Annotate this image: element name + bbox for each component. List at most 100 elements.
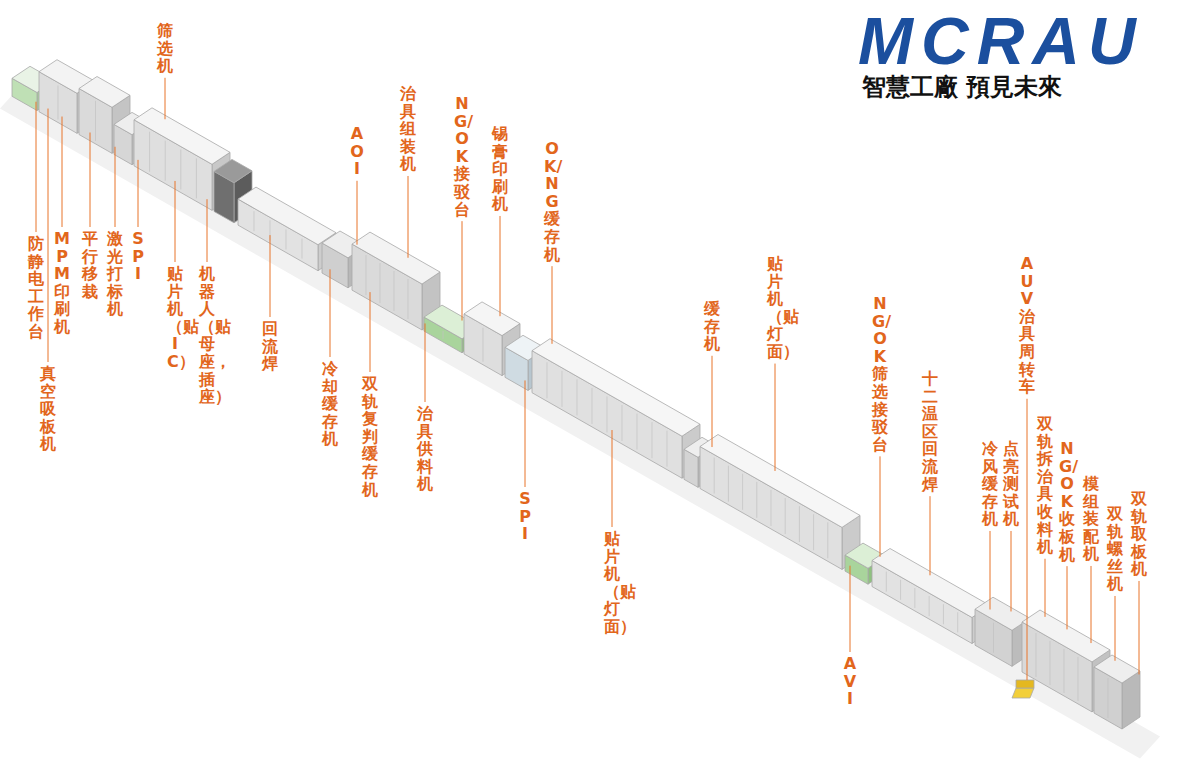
machine-label: 模组装配机 — [1083, 475, 1099, 563]
machine-label: 冷却缓存机 — [322, 360, 338, 448]
panel-line — [929, 596, 930, 616]
panel-line — [366, 255, 367, 295]
panel-line — [993, 623, 994, 653]
leader-line — [990, 531, 991, 610]
panel-line — [547, 362, 548, 398]
panel-line — [637, 414, 638, 450]
panel-line — [58, 86, 59, 120]
machine-label: 冷风缓存机 — [982, 440, 998, 528]
panel-line — [667, 431, 668, 467]
machine-label: OK/NG缓存机 — [544, 140, 560, 263]
machine-face — [238, 187, 336, 245]
machine-face — [1094, 655, 1140, 683]
panel-line — [799, 506, 800, 542]
leader-line — [175, 181, 176, 262]
panel-line — [607, 396, 608, 432]
machine-label: 贴片机（贴灯面） — [767, 255, 783, 361]
machine-face — [214, 159, 252, 182]
machine-label: 机器人（贴母座，插座） — [199, 265, 215, 406]
leader-line — [500, 216, 501, 316]
leader-line — [850, 566, 851, 652]
panel-line — [742, 474, 743, 510]
machine-face — [352, 232, 440, 284]
machine-label: 回流焊 — [262, 320, 278, 373]
leader-line — [1067, 566, 1068, 629]
panel-line — [900, 580, 901, 600]
company-slogan: 智慧工廠 預見未來 — [862, 74, 1062, 100]
leader-line — [462, 221, 463, 320]
panel-line — [771, 490, 772, 526]
machine-label: 真空吸板机 — [40, 365, 56, 453]
machine-label: 平行移栽 — [82, 230, 98, 300]
leader-line — [1139, 581, 1140, 674]
panel-line — [196, 158, 197, 198]
panel-line — [254, 211, 255, 231]
machine-face — [532, 339, 700, 437]
leader-line — [90, 133, 91, 228]
leader-line — [612, 430, 613, 527]
panel-line — [577, 379, 578, 415]
leader-line — [138, 160, 139, 227]
machine-label: AOI — [349, 125, 365, 178]
leader-line — [1011, 531, 1012, 612]
machine-face — [464, 302, 520, 336]
machine-face — [1022, 610, 1110, 662]
panel-line — [443, 331, 444, 339]
leader-line — [408, 176, 409, 258]
machine-label: 十二温区回流焊 — [922, 370, 938, 493]
machine-label: 治具组装机 — [400, 85, 416, 173]
leader-line — [525, 380, 526, 487]
leader-line — [880, 456, 881, 556]
machine-label: AVI — [842, 655, 858, 708]
leader-line — [1045, 559, 1046, 617]
panel-line — [483, 328, 484, 362]
leader-line — [552, 266, 553, 344]
panel-line — [714, 458, 715, 494]
machine-label: 贴片机（贴灯面） — [604, 530, 620, 636]
panel-line — [1078, 657, 1079, 701]
company-logo: MCRAU — [858, 8, 1144, 74]
machine-label: AUV治具周转车 — [1019, 255, 1035, 396]
leader-line — [425, 323, 426, 402]
panel-line — [813, 514, 814, 550]
machine-label: SPI — [517, 490, 533, 543]
leader-line — [930, 496, 931, 575]
machine-label: SPI — [130, 230, 146, 283]
machine-label: 双轨拆治具收料机 — [1037, 415, 1053, 556]
panel-line — [302, 239, 303, 259]
machine-label: 防静电工作台 — [28, 235, 44, 341]
panel-line — [1036, 633, 1037, 677]
panel-line — [728, 466, 729, 502]
machine-face — [1012, 688, 1034, 698]
panel-line — [756, 482, 757, 518]
panel-line — [149, 132, 150, 172]
machine-label: 双轨复判缓存机 — [362, 375, 378, 498]
leader-line — [48, 109, 49, 362]
panel-line — [380, 263, 381, 303]
panel-line — [957, 612, 958, 632]
leader-line — [1027, 399, 1028, 680]
machine-face — [79, 77, 130, 108]
leader-line — [1091, 566, 1092, 643]
panel-line — [95, 101, 96, 141]
machine-label: 锡膏印刷机 — [492, 125, 508, 213]
leader-line — [712, 356, 713, 447]
machine-label: 双轨螺丝机 — [1107, 505, 1123, 593]
panel-line — [943, 604, 944, 624]
panel-line — [827, 522, 828, 558]
leader-line — [62, 117, 63, 227]
leader-line — [270, 235, 271, 317]
panel-line — [1064, 649, 1065, 693]
machine-face — [1016, 680, 1034, 688]
panel-line — [165, 141, 166, 181]
panel-line — [408, 279, 409, 319]
leader-line — [370, 292, 371, 372]
leader-line — [775, 364, 776, 471]
leader-line — [165, 78, 166, 119]
machine-label: NG/OK接驳台 — [454, 95, 470, 218]
panel-line — [622, 405, 623, 441]
panel-line — [394, 271, 395, 311]
panel-line — [180, 150, 181, 190]
